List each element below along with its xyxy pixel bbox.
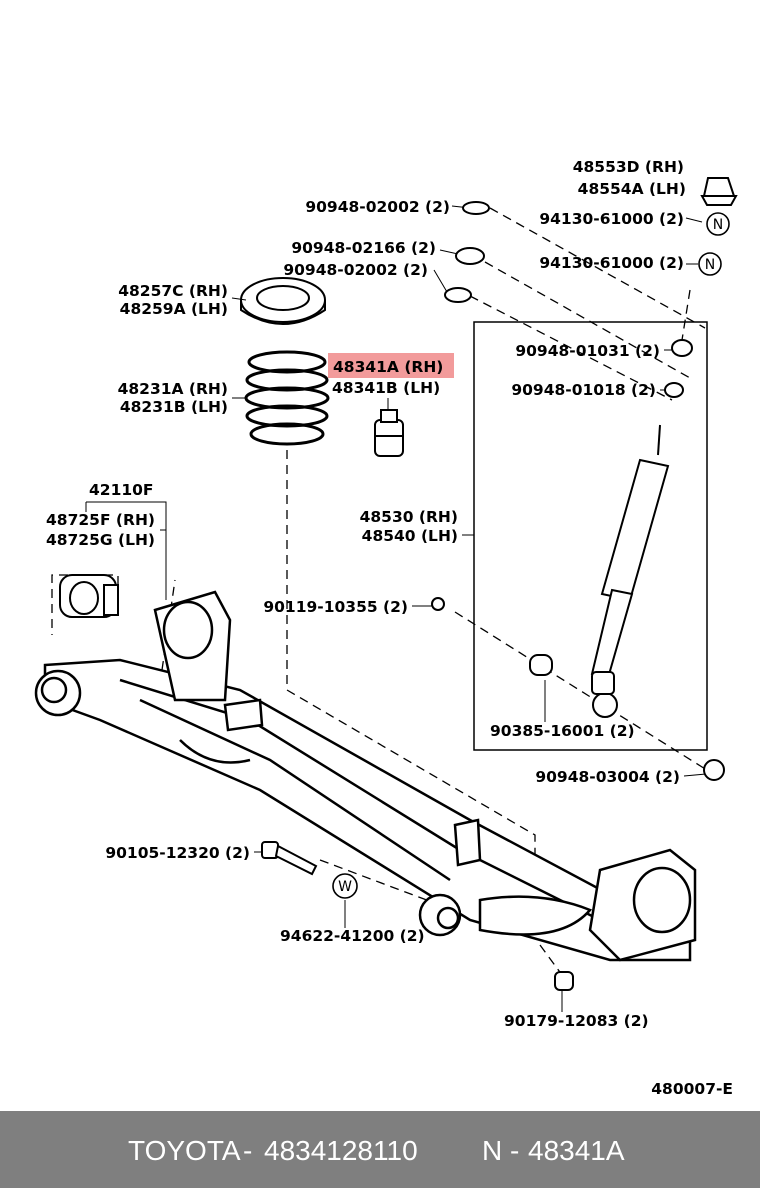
part-label-48540: 48540 (LH) (362, 527, 458, 545)
part-label-48725f: 48725F (RH) (46, 511, 155, 529)
footer-separator-2: - (510, 1135, 520, 1166)
part-label-42110f: 42110F (89, 481, 154, 499)
reference-code: 48341A (528, 1135, 625, 1166)
w-mark (332, 873, 358, 899)
part-label-90179-12083: 90179-12083 (2) (504, 1012, 649, 1030)
shock-absorber-box (473, 321, 708, 751)
part-label-94130-61000-a: 94130-61000 (2) (539, 210, 684, 228)
footer-separator-1: - (243, 1135, 253, 1166)
part-footer-bar: TOYOTA - 4834128110 N - 48341A (0, 1111, 760, 1188)
part-label-48259a: 48259A (LH) (120, 300, 228, 318)
bolt (261, 841, 318, 876)
part-label-90948-01031: 90948-01031 (2) (515, 342, 660, 360)
part-label-48554a: 48554A (LH) (578, 180, 686, 198)
part-label-48553d: 48553D (RH) (573, 158, 684, 176)
n-mark-1 (706, 212, 730, 236)
part-label-90948-02166: 90948-02166 (2) (291, 239, 436, 257)
part-label-90948-03004: 90948-03004 (2) (535, 768, 680, 786)
part-label-90105-12320: 90105-12320 (2) (105, 844, 250, 862)
bushing (59, 574, 119, 618)
part-label-94130-61000-b: 94130-61000 (2) (539, 254, 684, 272)
n-mark-2 (698, 252, 722, 276)
part-number: 4834128110 (264, 1135, 418, 1166)
part-label-48341b: 48341B (LH) (332, 379, 440, 397)
part-label-48530: 48530 (RH) (360, 508, 458, 526)
leader-lines (85, 205, 707, 1012)
circle-marks (332, 212, 730, 899)
cushion-bound-stopper (700, 177, 738, 206)
spring-insulator (240, 277, 326, 325)
footer-n-label: N (482, 1135, 503, 1166)
part-label-94622-41200: 94622-41200 (2) (280, 927, 425, 945)
bump-stopper (374, 409, 404, 457)
w-mark-letter: W (338, 879, 352, 895)
brand-name: TOYOTA (128, 1135, 241, 1166)
shock-absorber (590, 424, 670, 718)
part-label-48725g: 48725G (LH) (46, 531, 155, 549)
n-mark-1-letter: N (713, 217, 723, 233)
part-label-90948-02002-b: 90948-02002 (2) (283, 261, 428, 279)
part-label-90119-10355: 90119-10355 (2) (263, 598, 408, 616)
axle-beam (34, 590, 697, 962)
part-label-48231a: 48231A (RH) (118, 380, 228, 398)
part-label-48341a: 48341A (RH) (333, 358, 443, 376)
part-label-90948-01018: 90948-01018 (2) (511, 381, 656, 399)
coil-spring (244, 350, 330, 446)
parts-diagram: N N W 48553D (RH) (34, 158, 738, 1098)
part-label-48257c: 48257C (RH) (118, 282, 228, 300)
n-mark-2-letter: N (705, 257, 715, 273)
diagram-code: 480007-E (651, 1080, 733, 1098)
washers-and-cushions (431, 201, 725, 991)
part-label-90948-02002-top: 90948-02002 (2) (305, 198, 450, 216)
part-highlight (328, 353, 454, 378)
part-label-90385-16001: 90385-16001 (2) (490, 722, 635, 740)
part-label-48231b: 48231B (LH) (120, 398, 228, 416)
